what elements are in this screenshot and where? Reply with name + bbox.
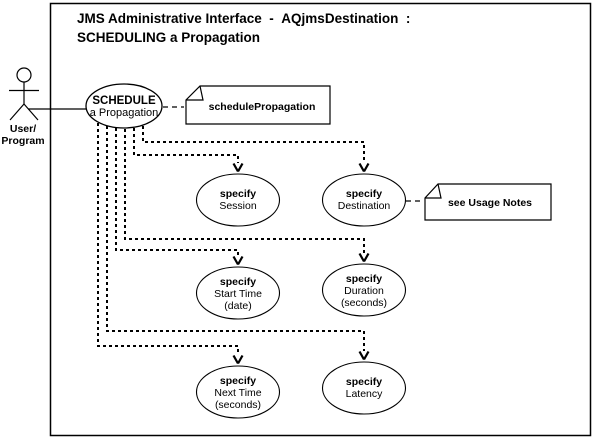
arrowhead-down-icon	[358, 162, 370, 173]
use-case-ellipse	[321, 361, 407, 415]
use-case-label-line1: specify	[346, 376, 382, 388]
use-case-ellipse	[321, 263, 407, 317]
note-text: schedulePropagation	[209, 101, 316, 113]
use-case-label-line3: (seconds)	[215, 399, 261, 411]
use-case-specify-latency: specify Latency	[321, 361, 407, 415]
use-case-label-line1: specify	[346, 188, 382, 200]
use-case-label-line2: Session	[219, 200, 257, 212]
note-fold-corner	[425, 183, 442, 199]
use-case-label-line2: Next Time	[214, 387, 261, 399]
use-case-label-line1: specify	[220, 188, 256, 200]
actor-icon	[9, 67, 39, 121]
arrowhead-down-icon	[358, 252, 370, 263]
use-case-label-line2: a Propagation	[90, 107, 159, 119]
use-case-ellipse	[195, 173, 281, 227]
use-case-label-line1: specify	[346, 273, 382, 285]
system-boundary-frame	[49, 2, 592, 437]
note-schedule-propagation: schedulePropagation	[185, 85, 331, 125]
connector-schedule-to-duration	[124, 129, 370, 263]
connector-schedule-to-session	[133, 128, 244, 173]
use-case-label-line1: SCHEDULE	[92, 95, 156, 107]
note-shape	[424, 183, 552, 221]
arrowhead-down-icon	[232, 255, 244, 266]
use-case-specify-next-time: specify Next Time (seconds)	[195, 365, 281, 419]
use-case-label-line2: Destination	[338, 200, 391, 212]
connector-schedule-to-start-time	[115, 128, 244, 266]
actor-label-line2: Program	[1, 135, 44, 147]
arrowhead-down-icon	[232, 162, 244, 173]
use-case-label-line3: (date)	[224, 300, 251, 312]
use-case-ellipse	[195, 266, 281, 320]
use-case-label-line1: specify	[220, 375, 256, 387]
use-case-specify-session: specify Session	[195, 173, 281, 227]
diagram-title-line1: JMS Administrative Interface - AQjmsDest…	[77, 11, 410, 26]
arrowhead-down-icon	[358, 350, 370, 361]
diagram-title-line2: SCHEDULING a Propagation	[77, 30, 260, 45]
use-case-ellipse	[85, 83, 163, 129]
use-case-specify-start-time: specify Start Time (date)	[195, 266, 281, 320]
use-case-label-line2: Latency	[346, 388, 384, 400]
use-case-label-line3: (seconds)	[341, 297, 387, 309]
use-case-specify-duration: specify Duration (seconds)	[321, 263, 407, 317]
connector-schedule-to-destination	[142, 126, 370, 173]
arrowhead-down-icon	[232, 354, 244, 365]
use-case-label-line1: specify	[220, 276, 256, 288]
connector-schedule-to-latency	[106, 126, 370, 361]
use-case-specify-destination: specify Destination	[321, 173, 407, 227]
note-shape	[185, 85, 331, 125]
note-see-usage-notes: see Usage Notes	[424, 183, 552, 221]
note-fold-corner	[186, 85, 204, 101]
use-case-schedule-propagation: SCHEDULE a Propagation	[85, 83, 163, 129]
use-case-label-line2: Start Time	[214, 288, 262, 300]
use-case-ellipse	[195, 365, 281, 419]
use-case-ellipse	[321, 173, 407, 227]
actor-label-line1: User/	[10, 123, 36, 135]
note-text: see Usage Notes	[448, 197, 532, 209]
use-case-label-line2: Duration	[344, 285, 384, 297]
connector-schedule-to-next-time	[97, 123, 244, 365]
